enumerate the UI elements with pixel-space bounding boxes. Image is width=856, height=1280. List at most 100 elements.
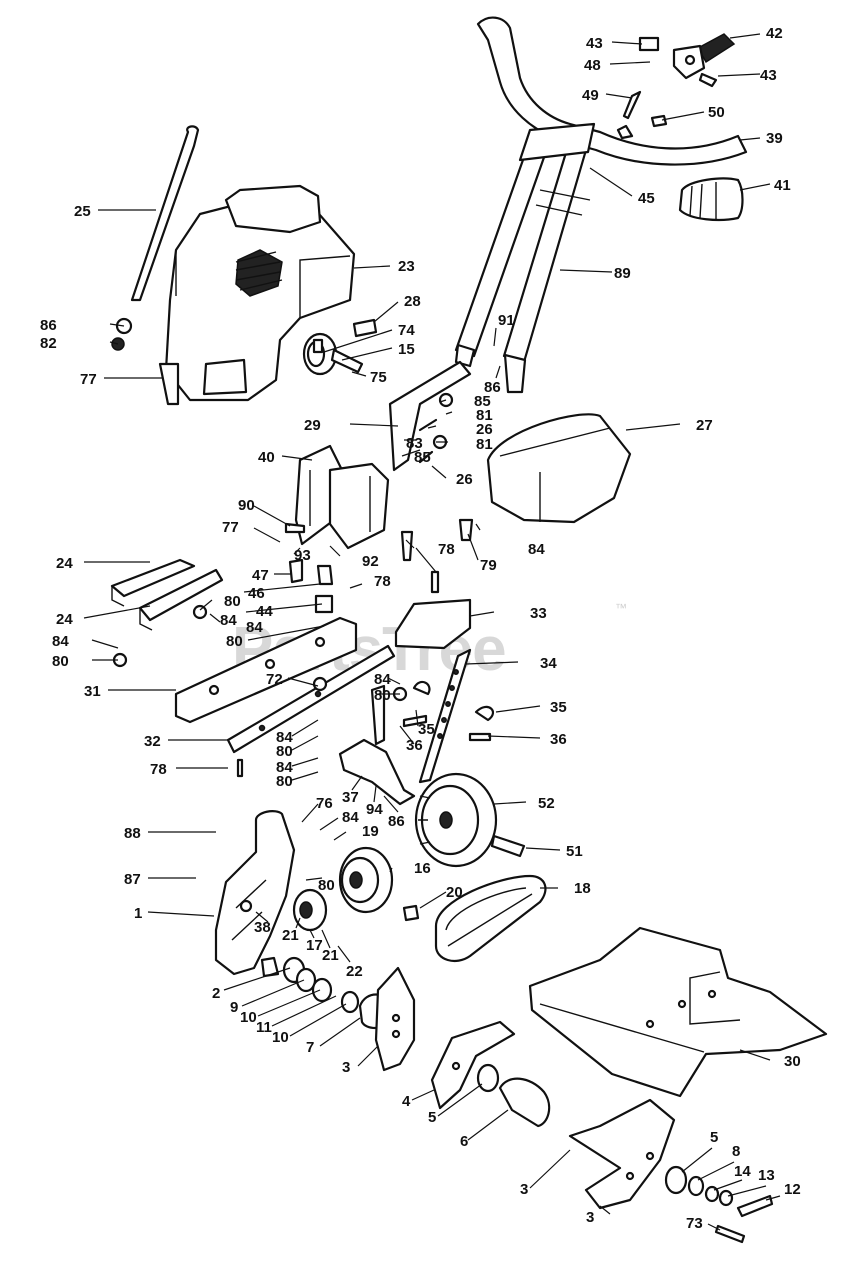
callout-84: 84 [528, 541, 545, 558]
callout-48: 48 [584, 57, 601, 74]
callout-51: 51 [566, 843, 583, 860]
callout-27: 27 [696, 417, 713, 434]
callout-91: 91 [498, 312, 515, 329]
callout-85: 85 [474, 393, 491, 410]
callout-36: 36 [406, 737, 423, 754]
tine-assembly [374, 966, 774, 1244]
callout-74: 74 [398, 322, 415, 339]
leader-lines [83, 33, 781, 1231]
callout-45: 45 [638, 190, 655, 207]
callout-87: 87 [124, 871, 141, 888]
callout-78: 78 [374, 573, 391, 590]
callout-17: 17 [306, 937, 323, 954]
callout-39: 39 [766, 130, 783, 147]
callout-numbers: 43 42 48 43 49 50 39 45 41 25 23 28 74 1… [40, 25, 801, 1232]
callout-83: 83 [406, 435, 423, 452]
callout-81: 81 [476, 436, 493, 453]
callout-86: 86 [484, 379, 501, 396]
callout-84: 84 [342, 809, 359, 826]
callout-37: 37 [342, 789, 359, 806]
callout-21: 21 [282, 927, 299, 944]
callout-80: 80 [52, 653, 69, 670]
callout-49: 49 [582, 87, 599, 104]
callout-42: 42 [766, 25, 783, 42]
callout-80: 80 [226, 633, 243, 650]
callout-41: 41 [774, 177, 791, 194]
callout-5: 5 [710, 1129, 718, 1146]
trademark: ™ [615, 601, 627, 615]
callout-84: 84 [220, 612, 237, 629]
callout-9: 9 [230, 999, 238, 1016]
callout-20: 20 [446, 884, 463, 901]
callout-23: 23 [398, 258, 415, 275]
callout-34: 34 [540, 655, 557, 672]
callout-33: 33 [530, 605, 547, 622]
callout-2: 2 [212, 985, 220, 1002]
callout-15: 15 [398, 341, 415, 358]
callout-7: 7 [306, 1039, 314, 1056]
callout-40: 40 [258, 449, 275, 466]
callout-77: 77 [222, 519, 239, 536]
callout-84: 84 [52, 633, 69, 650]
callout-84: 84 [276, 759, 293, 776]
callout-32: 32 [144, 733, 161, 750]
callout-3: 3 [520, 1181, 528, 1198]
callout-3: 3 [342, 1059, 350, 1076]
callout-88: 88 [124, 825, 141, 842]
callout-10: 10 [272, 1029, 289, 1046]
callout-93: 93 [294, 547, 311, 564]
callout-12: 12 [784, 1181, 801, 1198]
callout-80: 80 [276, 743, 293, 760]
transmission-assembly [214, 772, 828, 1098]
callout-14: 14 [734, 1163, 751, 1180]
callout-92: 92 [362, 553, 379, 570]
callout-43: 43 [760, 67, 777, 84]
callout-19: 19 [362, 823, 379, 840]
callout-38: 38 [254, 919, 271, 936]
callout-80: 80 [276, 773, 293, 790]
callout-80: 80 [224, 593, 241, 610]
callout-22: 22 [346, 963, 363, 980]
callout-24: 24 [56, 555, 73, 572]
callout-86: 86 [40, 317, 57, 334]
engine-assembly [111, 125, 378, 406]
callout-10: 10 [240, 1009, 257, 1026]
callout-44: 44 [256, 603, 273, 620]
callout-84: 84 [276, 729, 293, 746]
callout-3: 3 [586, 1209, 594, 1226]
callout-80: 80 [318, 877, 335, 894]
callout-24: 24 [56, 611, 73, 628]
callout-89: 89 [614, 265, 631, 282]
handle-assembly [454, 16, 748, 394]
callout-26: 26 [476, 421, 493, 438]
callout-35: 35 [550, 699, 567, 716]
frame-assembly [110, 558, 494, 806]
callout-6: 6 [460, 1133, 468, 1150]
callout-47: 47 [252, 567, 269, 584]
callout-11: 11 [256, 1019, 272, 1036]
callout-82: 82 [40, 335, 57, 352]
callout-21: 21 [322, 947, 339, 964]
callout-46: 46 [248, 585, 265, 602]
callout-78: 78 [150, 761, 167, 778]
callout-94: 94 [366, 801, 383, 818]
callout-79: 79 [480, 557, 497, 574]
callout-52: 52 [538, 795, 555, 812]
callout-72: 72 [266, 671, 283, 688]
callout-8: 8 [732, 1143, 740, 1160]
callout-31: 31 [84, 683, 101, 700]
callout-1: 1 [134, 905, 142, 922]
callout-86: 86 [388, 813, 405, 830]
callout-43: 43 [586, 35, 603, 52]
callout-13: 13 [758, 1167, 775, 1184]
callout-81: 81 [476, 407, 493, 424]
callout-90: 90 [238, 497, 255, 514]
callout-35: 35 [418, 721, 435, 738]
callout-30: 30 [784, 1053, 801, 1070]
callout-26: 26 [456, 471, 473, 488]
callout-77: 77 [80, 371, 97, 388]
callout-29: 29 [304, 417, 321, 434]
callout-36: 36 [550, 731, 567, 748]
callout-84: 84 [246, 619, 263, 636]
